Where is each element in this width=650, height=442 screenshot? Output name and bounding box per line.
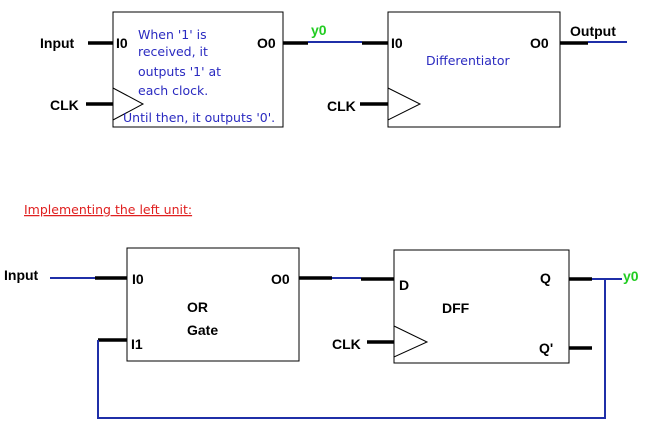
or-gate-block [126, 247, 300, 362]
dff-pin-q: Q [540, 270, 551, 286]
block2-pin-i0: I0 [391, 35, 403, 51]
or-gate-name-line1: OR [187, 299, 208, 315]
edge-detect-block [112, 11, 284, 128]
output-label: Output [570, 23, 616, 39]
differentiator-label: Differentiator [426, 53, 510, 68]
block1-clk-label: CLK [50, 97, 79, 113]
dff-pin-qbar: Q' [539, 340, 553, 356]
or-gate-pin-o0: O0 [271, 271, 290, 287]
block1-pin-i0: I0 [116, 35, 128, 51]
dff-pin-d: D [399, 277, 409, 293]
block2-clk-label: CLK [327, 98, 356, 114]
block1-clock-triangle [112, 87, 145, 121]
block1-note-line2: received, it [138, 44, 208, 59]
or-gate-pin-i1: I1 [131, 336, 143, 352]
dff-clk-label: CLK [332, 336, 361, 352]
dff-name: DFF [442, 300, 470, 316]
y0-label-top: y0 [311, 22, 327, 38]
or-gate-pin-i0: I0 [132, 271, 144, 287]
bottom-input-label: Input [4, 267, 39, 283]
block1-note-line5: Until then, it outputs '0'. [123, 110, 275, 125]
implementation-heading: Implementing the left unit: [24, 202, 192, 217]
or-gate-name-line2: Gate [187, 322, 218, 338]
differentiator-block [387, 11, 561, 128]
dff-block [393, 249, 570, 364]
block2-pin-o0: O0 [530, 35, 549, 51]
block2-clock-triangle [387, 87, 422, 121]
block1-pin-o0: O0 [257, 35, 276, 51]
dff-clock-triangle [393, 325, 429, 358]
block1-note-line1: When '1' is [138, 27, 207, 42]
feedback-wire [97, 279, 606, 419]
block1-note-line3: outputs '1' at [138, 64, 221, 79]
block1-note-line4: each clock. [138, 83, 208, 98]
y0-label-bottom: y0 [623, 268, 639, 284]
block1-input-label: Input [40, 35, 75, 51]
